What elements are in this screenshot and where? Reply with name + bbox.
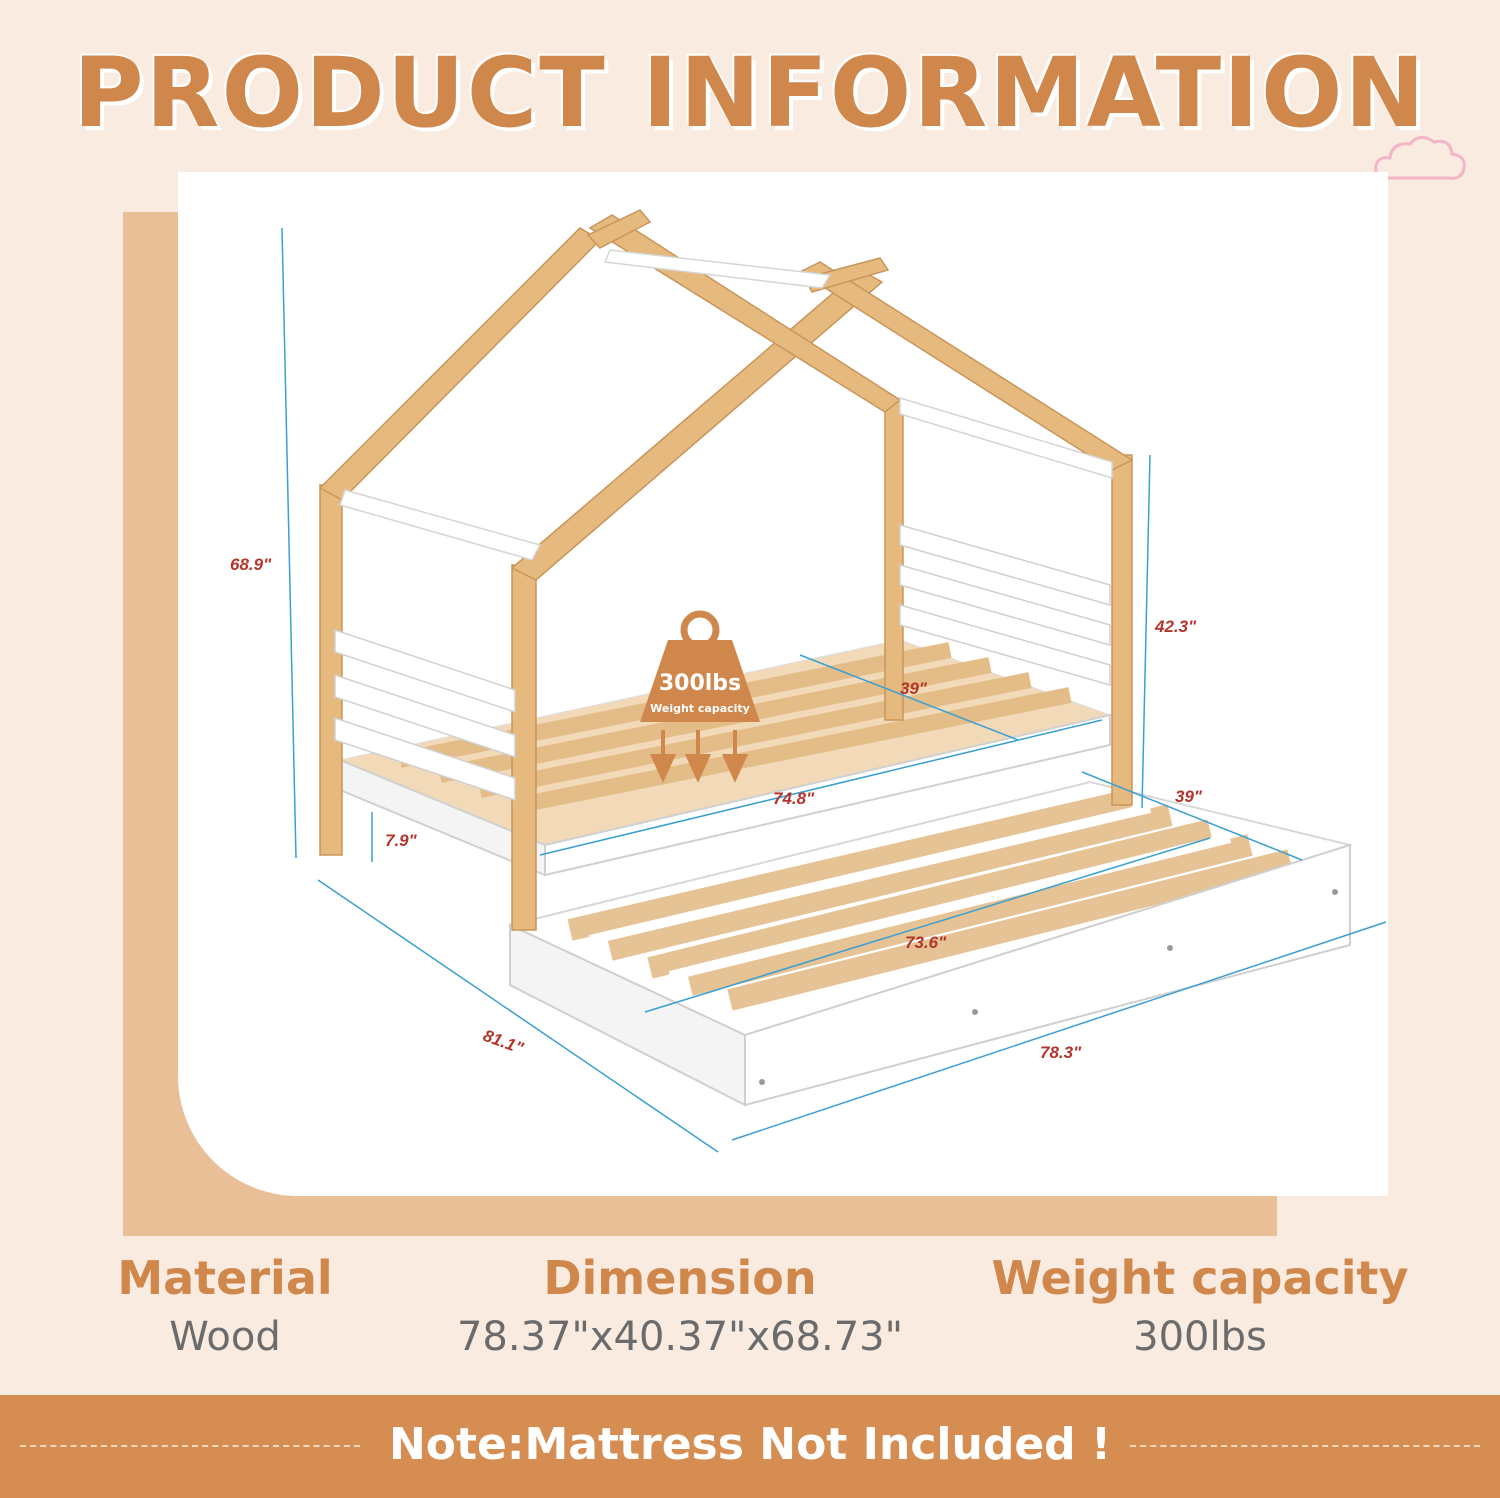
spec-label: Material <box>117 1251 333 1305</box>
dim-clearance: 7.9" <box>385 831 418 850</box>
badge-value: 300lbs <box>659 671 741 696</box>
dim-length-total: 81.1" <box>481 1026 527 1058</box>
dimension-lines <box>281 227 1387 1153</box>
dim-width-trundle: 39" <box>1175 787 1203 806</box>
white-crossbars <box>339 249 1113 561</box>
note-text: Note:Mattress Not Included ! <box>388 1419 1112 1470</box>
dim-height-side: 42.3" <box>1154 617 1197 636</box>
cloud-icon <box>1374 136 1466 180</box>
spec-value: 300lbs <box>1133 1314 1267 1360</box>
spec-dimension: Dimension 78.37"x40.37"x68.73" <box>430 1248 930 1366</box>
spec-value: 78.37"x40.37"x68.73" <box>456 1314 904 1360</box>
badge-caption: Weight capacity <box>650 702 750 715</box>
divider <box>1130 1445 1480 1447</box>
divider <box>20 1445 360 1447</box>
spec-value: Wood <box>169 1314 281 1360</box>
weight-capacity-badge: 300lbs Weight capacity <box>640 610 760 783</box>
note-banner: Note:Mattress Not Included ! <box>0 1395 1500 1498</box>
page-title: PRODUCT INFORMATION <box>73 37 1427 149</box>
dim-width-top: 39" <box>900 679 928 698</box>
spec-label: Dimension <box>543 1251 817 1305</box>
dim-length-trundle-inner: 73.6" <box>905 933 947 952</box>
dim-length-trundle: 78.3" <box>1040 1043 1082 1062</box>
spec-weight-capacity: Weight capacity 300lbs <box>990 1248 1410 1366</box>
dim-length-bed: 74.8" <box>773 789 815 808</box>
trundle-bed <box>507 780 1354 1107</box>
spec-label: Weight capacity <box>991 1251 1409 1305</box>
spec-material: Material Wood <box>100 1248 350 1366</box>
spec-row: Material Wood Dimension 78.37"x40.37"x68… <box>0 1248 1500 1368</box>
side-rails <box>334 524 1111 802</box>
dim-height-total: 68.9" <box>230 555 272 574</box>
